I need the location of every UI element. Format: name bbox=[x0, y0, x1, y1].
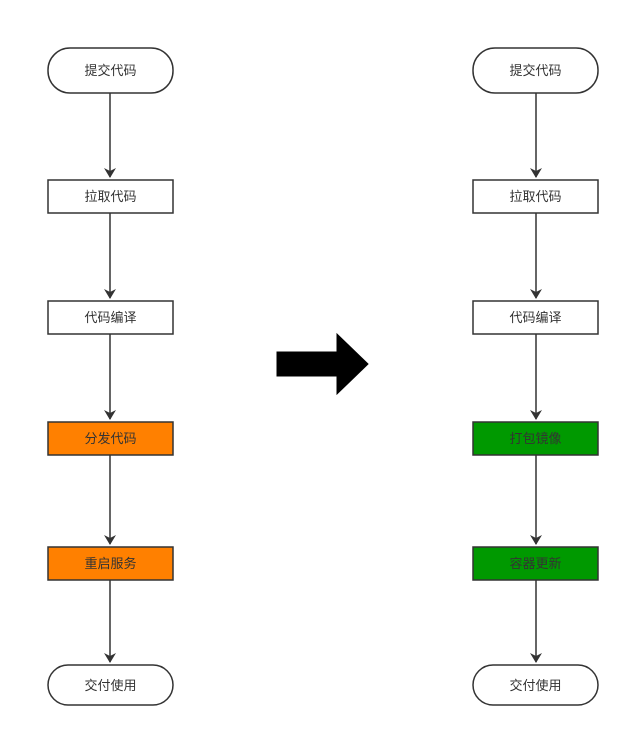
left-node-restart-service: 重启服务 bbox=[47, 546, 174, 581]
left-node-distribute-code: 分发代码 bbox=[47, 421, 174, 456]
right-node-package-image: 打包镜像 bbox=[472, 421, 599, 456]
left-node-compile-code: 代码编译 bbox=[47, 300, 174, 335]
left-node-submit-code: 提交代码 bbox=[47, 47, 174, 94]
left-node-compile-code-label: 代码编译 bbox=[84, 311, 136, 326]
left-node-pull-code: 拉取代码 bbox=[47, 179, 174, 214]
right-node-update-container-label: 容器更新 bbox=[509, 556, 561, 572]
left-node-restart-service-label: 重启服务 bbox=[84, 556, 136, 572]
left-flow: 提交代码 拉取代码 代码编译 分发代码 重启服务 交付使用 bbox=[47, 47, 174, 706]
right-arrow-icon bbox=[276, 332, 369, 396]
right-node-submit-code-label: 提交代码 bbox=[509, 63, 561, 79]
right-node-package-image-label: 打包镜像 bbox=[509, 432, 561, 447]
right-node-deliver-label: 交付使用 bbox=[509, 678, 561, 694]
right-flow: 提交代码 拉取代码 代码编译 打包镜像 容器更新 交付使用 bbox=[472, 47, 599, 706]
right-node-pull-code-label: 拉取代码 bbox=[509, 190, 561, 205]
left-node-distribute-code-label: 分发代码 bbox=[84, 431, 136, 447]
right-node-submit-code: 提交代码 bbox=[472, 47, 599, 94]
right-node-compile-code: 代码编译 bbox=[472, 300, 599, 335]
right-node-deliver: 交付使用 bbox=[472, 664, 599, 706]
right-node-update-container: 容器更新 bbox=[472, 546, 599, 581]
left-node-deliver: 交付使用 bbox=[47, 664, 174, 706]
left-node-deliver-label: 交付使用 bbox=[84, 678, 136, 694]
left-node-submit-code-label: 提交代码 bbox=[84, 63, 136, 79]
right-node-pull-code: 拉取代码 bbox=[472, 179, 599, 214]
left-node-pull-code-label: 拉取代码 bbox=[84, 190, 136, 205]
right-node-compile-code-label: 代码编译 bbox=[509, 311, 561, 326]
